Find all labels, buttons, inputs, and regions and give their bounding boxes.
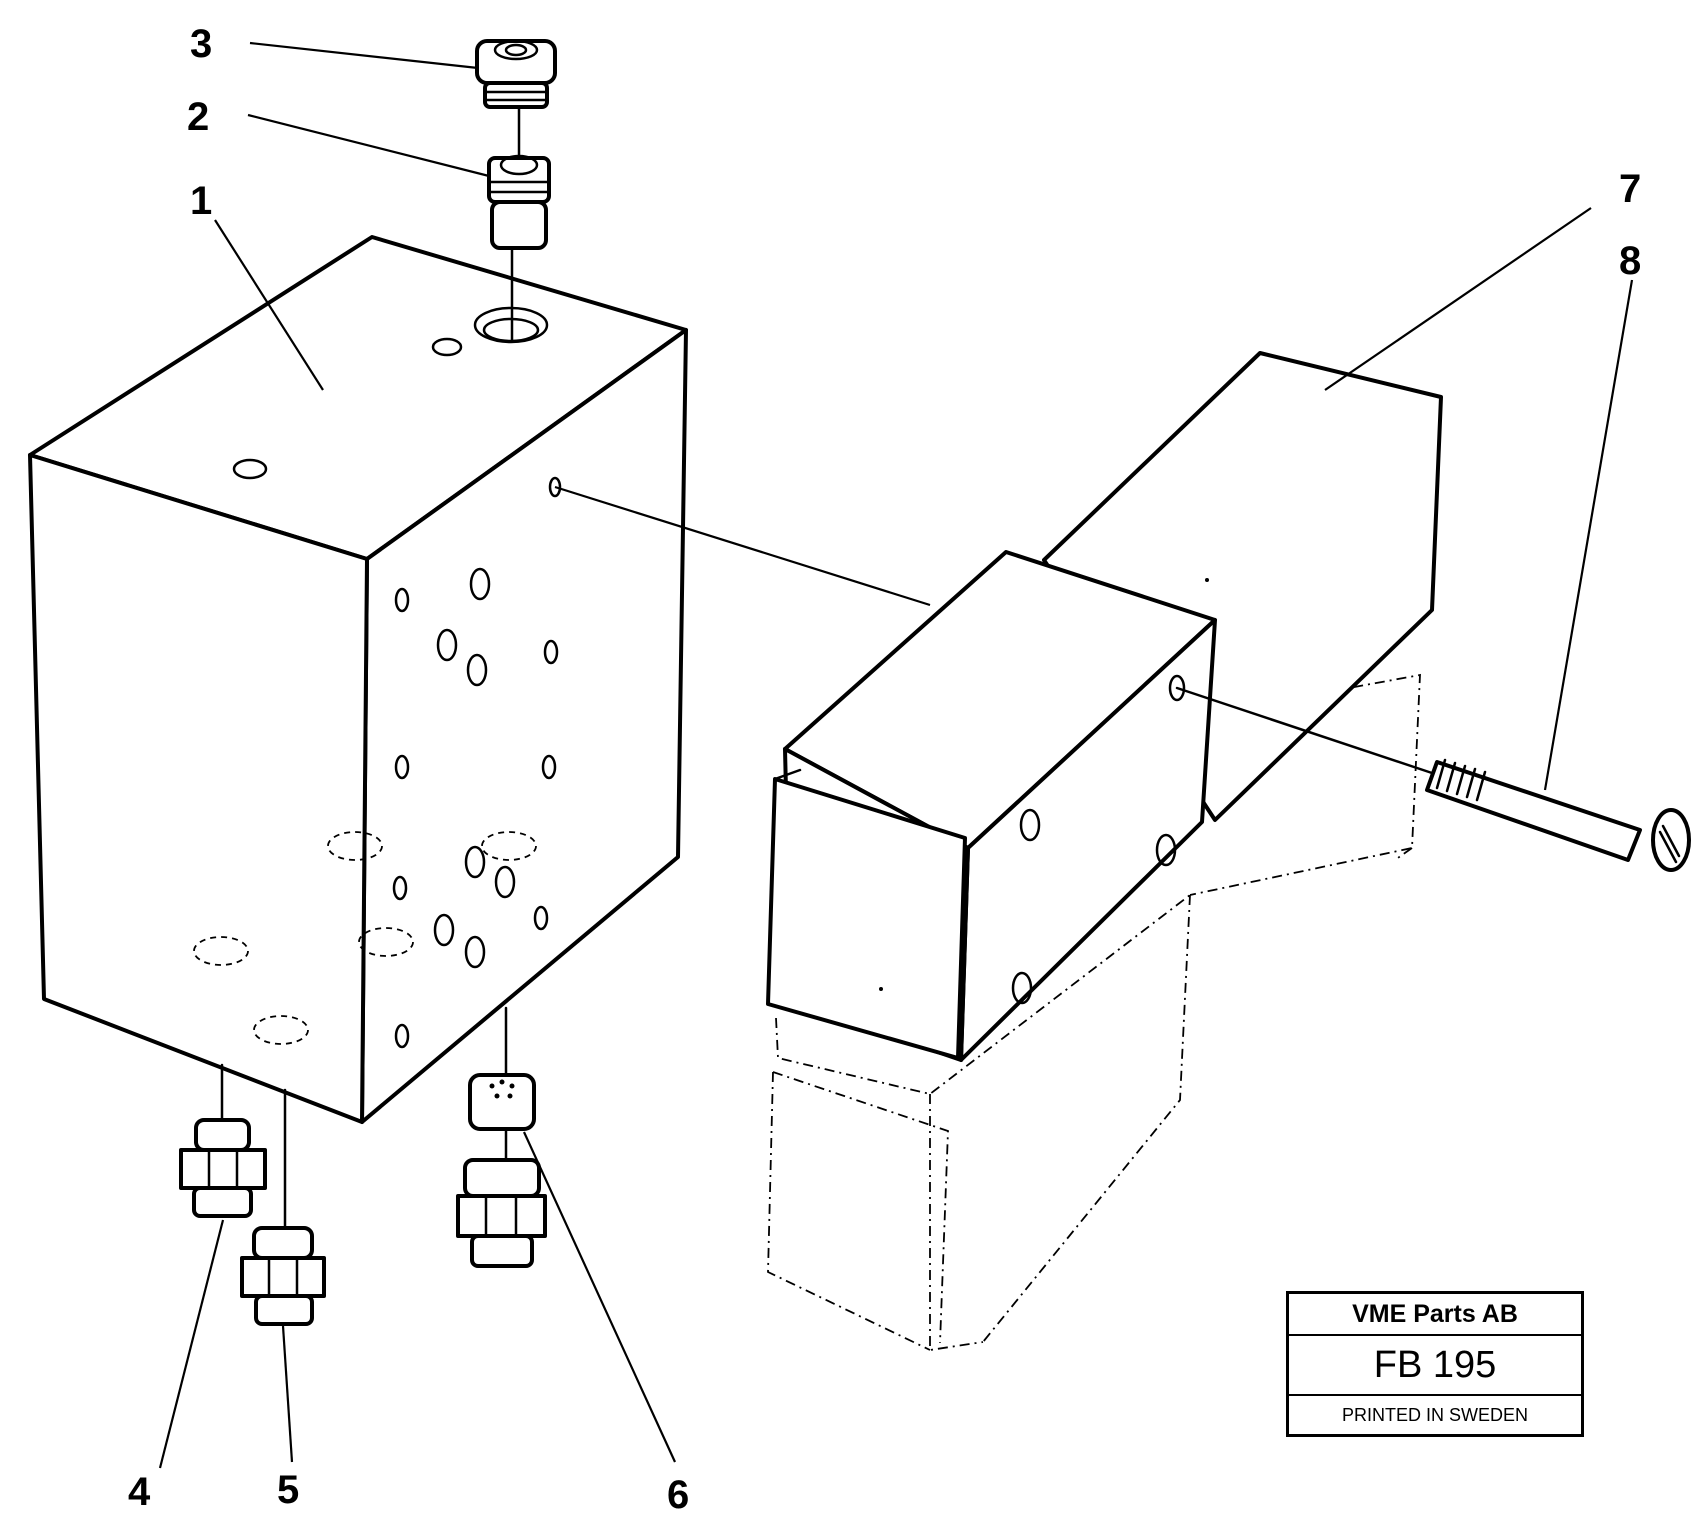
- callout-1: 1: [190, 179, 212, 223]
- valve-block: [28, 235, 688, 1124]
- fitting-6: [456, 1006, 547, 1268]
- fitting-5: [240, 1088, 326, 1326]
- callout-6: 6: [667, 1473, 689, 1517]
- cartridge-valve: [487, 106, 551, 342]
- title-block: VME Parts AB FB 195 PRINTED IN SWEDEN: [1286, 1291, 1584, 1437]
- figure-code: FB 195: [1289, 1336, 1581, 1396]
- screw: [1175, 686, 1691, 872]
- callout-2: 2: [187, 95, 209, 139]
- callout-4: 4: [128, 1470, 151, 1514]
- callout-7: 7: [1619, 167, 1641, 211]
- callout-8: 8: [1619, 239, 1641, 283]
- solenoid-valve: [766, 351, 1443, 1062]
- fitting-4: [179, 1063, 267, 1218]
- leader-lines: [158, 41, 1634, 1469]
- callout-3: 3: [190, 22, 212, 66]
- company-name: VME Parts AB: [1289, 1294, 1581, 1336]
- printed-note: PRINTED IN SWEDEN: [1341, 1404, 1528, 1425]
- callout-5: 5: [277, 1468, 299, 1512]
- plug: [475, 39, 557, 109]
